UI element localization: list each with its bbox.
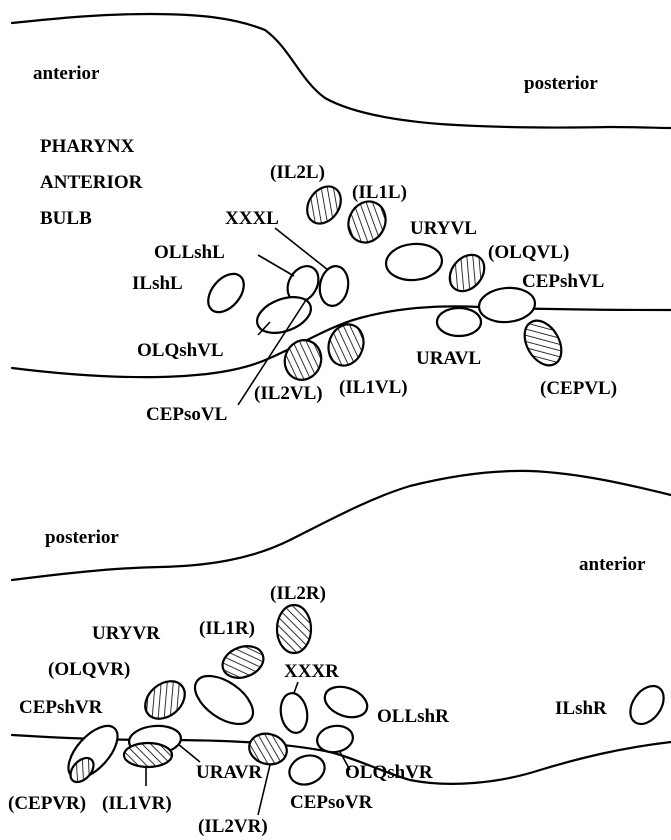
label-URAVR: URAVR [196,762,262,783]
region-line-3: BULB [40,208,92,229]
label-IL2VR: (IL2VR) [198,816,268,837]
label-IL1R: (IL1R) [199,618,255,639]
top-panel: anterior posterior PHARYNX ANTERIOR BULB… [12,14,671,425]
cell-IL2L [300,180,348,230]
label-CEPsoVL: CEPsoVL [146,404,227,425]
label-OLLshR: OLLshR [377,706,449,727]
label-XXXL: XXXL [225,208,279,229]
cell-XXXR [278,691,311,735]
top-dorsal-outline [12,14,671,128]
cell-IL2R [277,605,311,653]
cell-IL1VL [323,319,369,370]
cell-ILshL [201,267,251,319]
label-IL2R: (IL2R) [270,583,326,604]
leader-URAVR [178,744,200,762]
label-IL2L: (IL2L) [270,162,325,183]
label-IL1VL: (IL1VL) [339,377,408,398]
label-OLQVR: (OLQVR) [48,659,130,680]
label-CEPsoVR: CEPsoVR [290,792,373,813]
cell-URAVL [437,308,481,336]
label-XXXR: XXXR [284,661,339,682]
label-URYVR: URYVR [92,623,160,644]
cell-ILshR [623,680,670,730]
bottom-dorsal-outline [12,471,671,580]
label-OLLshL: OLLshL [154,242,225,263]
cell-XXXL [317,264,352,308]
cell-URYVL [385,242,444,283]
label-ILshL: ILshL [132,273,183,294]
label-IL2VL: (IL2VL) [254,383,323,404]
label-CEPVL: (CEPVL) [540,378,617,399]
cell-IL1R [218,641,268,684]
label-IL1VR: (IL1VR) [102,793,172,814]
label-IL1L: (IL1L) [352,182,407,203]
label-OLQshVL: OLQshVL [137,340,224,361]
leader-OLLshL [258,255,294,276]
orientation-posterior-top: posterior [524,73,598,94]
orientation-anterior-top: anterior [33,63,100,84]
cell-IL1VR [124,743,172,767]
cell-OLLshR [321,681,372,722]
cell-OLQVR [138,674,192,727]
cell-IL1L [342,195,392,248]
label-CEPVR: (CEPVR) [8,793,86,814]
region-line-1: PHARYNX [40,136,135,157]
label-URAVL: URAVL [416,348,481,369]
region-line-2: ANTERIOR [40,172,143,193]
label-CEPshVL: CEPshVL [522,271,604,292]
cell-CEPVL [517,314,569,372]
label-ILshR: ILshR [555,698,607,719]
label-OLQshVR: OLQshVR [345,762,433,783]
orientation-posterior-bottom: posterior [45,527,119,548]
label-CEPshVR: CEPshVR [19,697,103,718]
bottom-panel: posterior anterior (IL2R) (IL1R) URYVR X… [8,471,671,837]
label-OLQVL: (OLQVL) [488,242,569,263]
leader-XXXL [275,228,328,270]
label-URYVL: URYVL [410,218,477,239]
cell-IL2VL [279,335,327,385]
cell-OLQVL [443,248,492,298]
leader-XXXR [294,682,298,693]
orientation-anterior-bottom: anterior [579,554,646,575]
cell-CEPsoVR [285,751,328,790]
